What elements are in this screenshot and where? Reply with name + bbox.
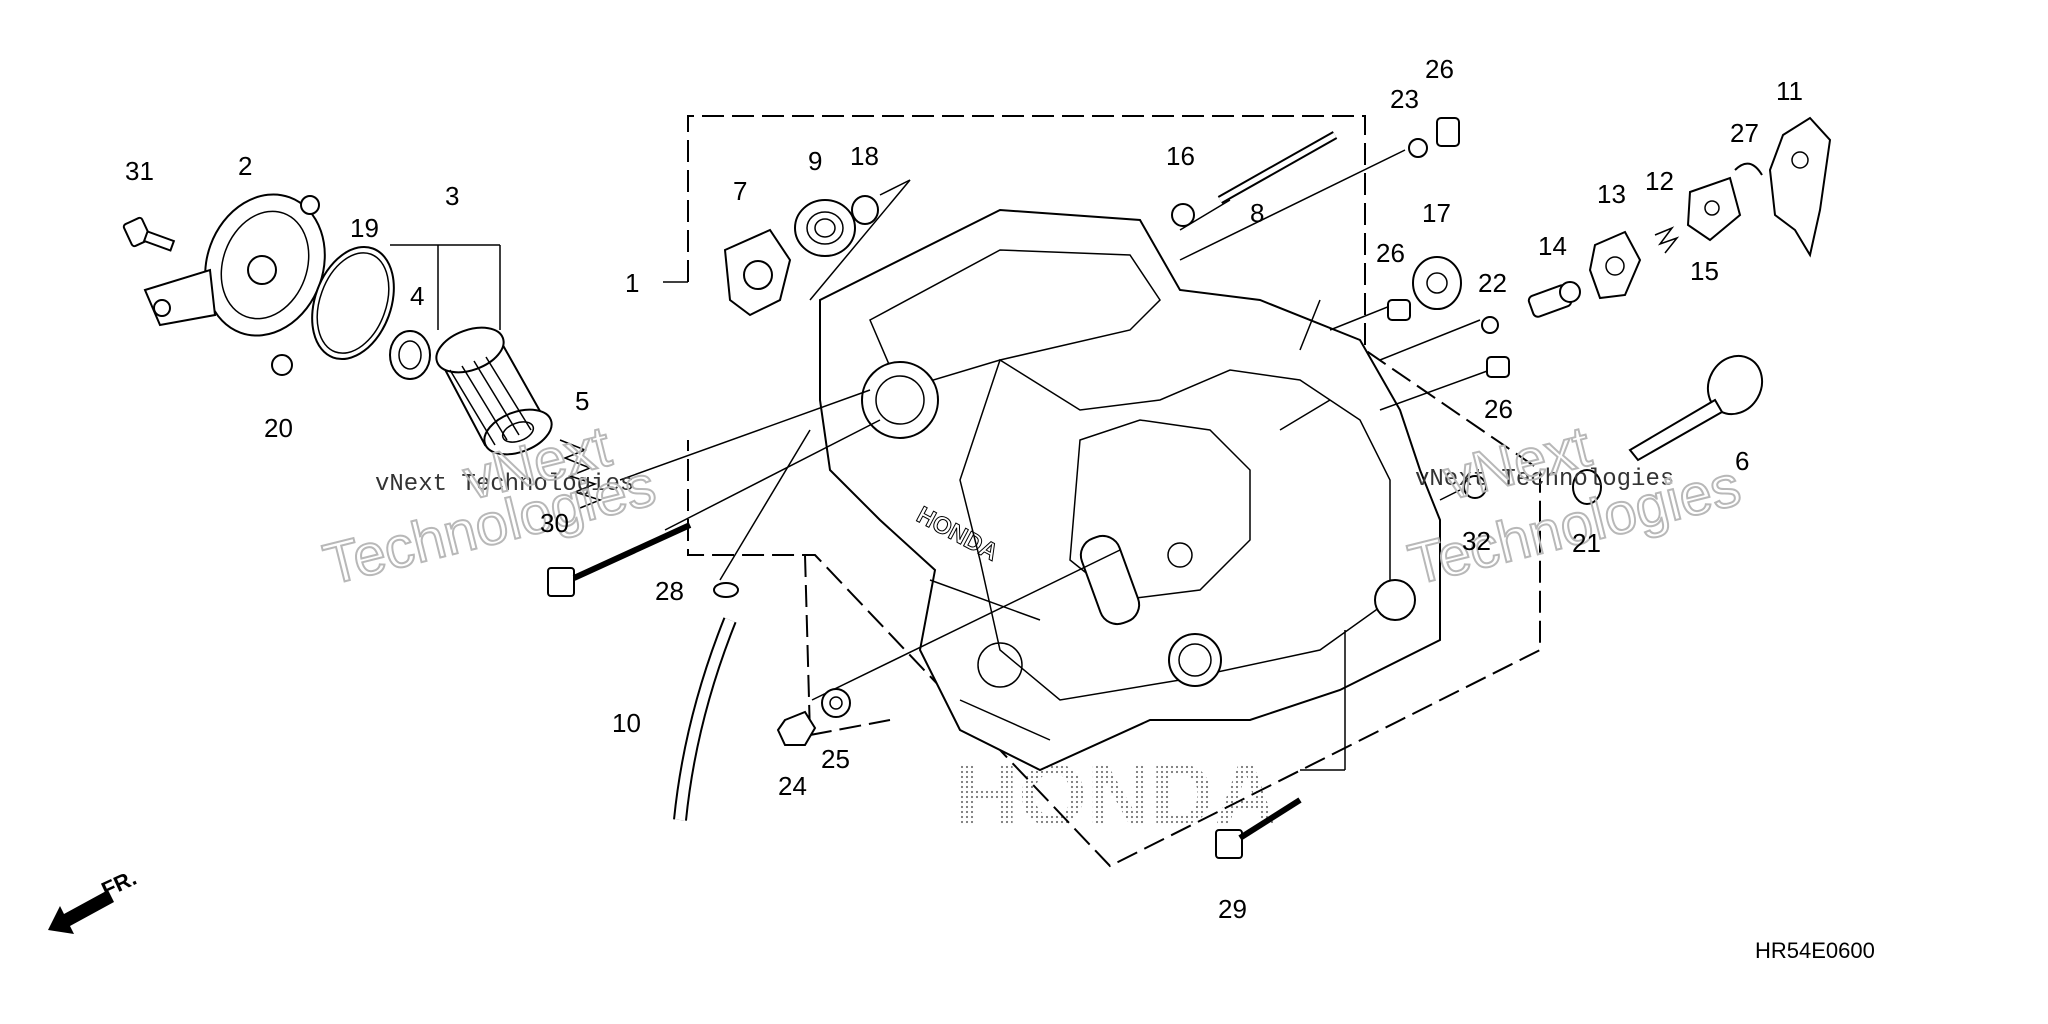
part-7-clip (723, 228, 792, 317)
part-13-plate (1588, 230, 1642, 300)
callout-25: 25 (821, 744, 850, 774)
callout-17: 17 (1422, 198, 1451, 228)
callout-12: 12 (1645, 166, 1674, 196)
watermark-left: vNext Technologies Technologies vNext (316, 413, 662, 599)
callout-7: 7 (733, 176, 747, 206)
callout-2: 2 (238, 151, 252, 181)
callout-labels: 1 2 3 4 5 6 7 8 9 10 11 12 13 14 15 16 1… (125, 54, 1803, 924)
part-8-shaft (1217, 131, 1338, 204)
callout-26-top: 26 (1425, 54, 1454, 84)
part-6-dipstick (1628, 354, 1764, 462)
svg-text:vNext Technologies: vNext Technologies (1415, 466, 1674, 493)
callout-18: 18 (850, 141, 879, 171)
callout-13: 13 (1597, 179, 1626, 209)
callout-9: 9 (808, 146, 822, 176)
part-18-ring (851, 195, 879, 225)
part-31-bolt (122, 216, 176, 252)
part-12-spring (1654, 226, 1680, 254)
callout-27: 27 (1730, 118, 1759, 148)
part-26-collar-top (1436, 117, 1460, 147)
part-14-bolt (1527, 281, 1581, 318)
watermark-right: vNext Technologies Technologies vNext (1401, 413, 1747, 599)
part-9-bearing (794, 199, 856, 257)
callout-23: 23 (1390, 84, 1419, 114)
part-28-clamp (713, 582, 739, 598)
part-30-bolt (547, 522, 692, 597)
front-direction-arrow: FR. (48, 865, 140, 934)
part-16-washer (1171, 203, 1195, 227)
part-17-bearing (1412, 256, 1462, 310)
callout-1: 1 (625, 268, 639, 298)
callout-6: 6 (1735, 446, 1749, 476)
crankcase-cover: HONDA (819, 208, 1441, 772)
part-23-washer (1408, 138, 1428, 158)
part-27-clip (1734, 162, 1763, 176)
callout-15: 15 (1690, 256, 1719, 286)
svg-text:vNext Technologies: vNext Technologies (375, 471, 634, 498)
callout-20: 20 (264, 413, 293, 443)
part-26-collar-low (1486, 356, 1510, 378)
callout-4: 4 (410, 281, 424, 311)
part-20-washer (271, 354, 293, 376)
part-24-nut (776, 710, 817, 746)
callout-26-low: 26 (1484, 394, 1513, 424)
part-15-plate (1686, 176, 1742, 242)
callout-22: 22 (1478, 268, 1507, 298)
callout-11: 11 (1776, 76, 1803, 106)
callout-32: 32 (1462, 526, 1491, 556)
callout-30: 30 (540, 508, 569, 538)
honda-dot-watermark: HONDA (955, 745, 1278, 844)
part-32-washer (1463, 475, 1487, 499)
callout-8: 8 (1250, 198, 1264, 228)
diagram-code: HR54E0600 (1755, 938, 1875, 963)
part-11-bracket (1768, 116, 1832, 258)
part-5-spring (559, 439, 603, 509)
part-2-filter-cover (143, 193, 326, 337)
part-19-o-ring (311, 245, 395, 361)
callout-14: 14 (1538, 231, 1567, 261)
callout-16: 16 (1166, 141, 1195, 171)
part-3-oil-filter (435, 326, 553, 456)
part-22-washer (1481, 316, 1499, 334)
callout-31: 31 (125, 156, 154, 186)
part-4-seal (389, 330, 431, 380)
callout-24: 24 (778, 771, 807, 801)
part-29-bolt (1215, 797, 1302, 859)
callout-5: 5 (575, 386, 589, 416)
part-26-collar-mid (1387, 299, 1411, 321)
callout-26-mid: 26 (1376, 238, 1405, 268)
callout-21: 21 (1572, 528, 1601, 558)
callout-19: 19 (350, 213, 379, 243)
callout-28: 28 (655, 576, 684, 606)
callout-10: 10 (612, 708, 641, 738)
part-21-o-ring (1572, 469, 1602, 505)
callout-29: 29 (1218, 894, 1247, 924)
callout-3: 3 (445, 181, 459, 211)
part-25-washer (821, 688, 851, 718)
